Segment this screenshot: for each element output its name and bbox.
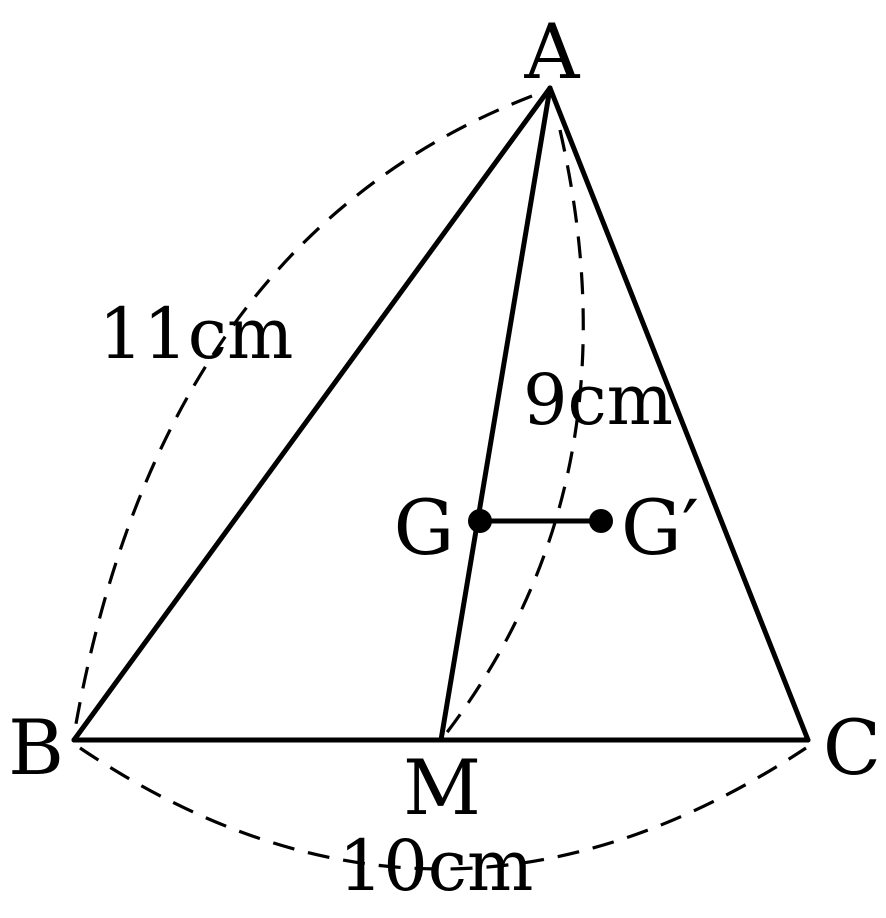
point-g-prime — [589, 509, 613, 533]
dimension-arc-ab — [72, 94, 533, 736]
label-a: A — [524, 7, 581, 96]
label-b: B — [8, 703, 64, 792]
length-label-bc: 10cm — [339, 825, 534, 907]
label-g-prime: G′ — [621, 483, 699, 572]
length-label-am: 9cm — [523, 359, 673, 441]
median-am — [438, 85, 553, 743]
length-label-ab: 11cm — [99, 293, 294, 375]
dimension-arc-bc — [79, 746, 807, 871]
side-ab — [71, 85, 553, 743]
label-g: G — [394, 483, 455, 572]
label-c: C — [823, 703, 881, 792]
dimension-arc-am — [443, 129, 585, 736]
label-m: M — [403, 743, 481, 832]
point-g — [468, 509, 492, 533]
side-ac — [547, 85, 811, 743]
